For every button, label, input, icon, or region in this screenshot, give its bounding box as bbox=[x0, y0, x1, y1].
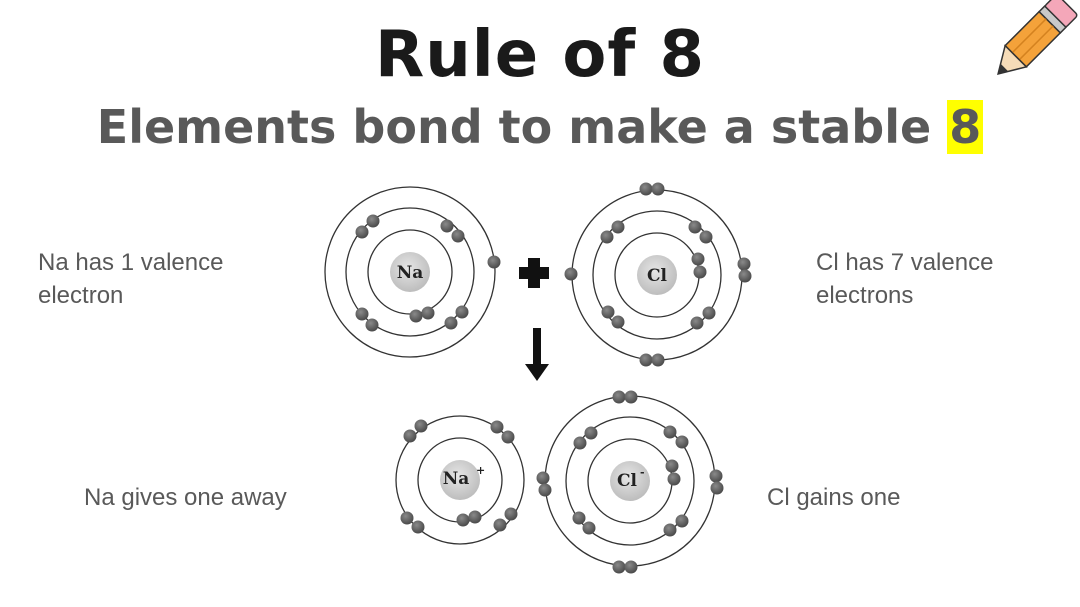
na-shell-2 bbox=[345, 207, 475, 337]
pencil-icon bbox=[997, 0, 1078, 75]
electron bbox=[455, 305, 469, 319]
electron bbox=[611, 315, 625, 329]
electron bbox=[582, 521, 596, 535]
electron bbox=[421, 306, 435, 320]
electron bbox=[651, 182, 665, 196]
electron bbox=[411, 520, 425, 534]
electron bbox=[400, 511, 414, 525]
electron bbox=[601, 305, 615, 319]
electron bbox=[612, 560, 626, 574]
na-symbol: Na bbox=[397, 263, 424, 283]
electron bbox=[468, 510, 482, 524]
na-atom: Na bbox=[324, 186, 501, 358]
electron bbox=[624, 390, 638, 404]
electron bbox=[573, 436, 587, 450]
electron bbox=[709, 469, 723, 483]
cl-ion-charge: - bbox=[640, 466, 645, 479]
na-ion-nucleus bbox=[440, 460, 480, 500]
electron bbox=[651, 353, 665, 367]
electron bbox=[702, 306, 716, 320]
page-subtitle: Elements bond to make a stable 8 bbox=[0, 100, 1080, 154]
electron bbox=[584, 426, 598, 440]
electron bbox=[403, 429, 417, 443]
electron bbox=[572, 511, 586, 525]
cl-ion-shell-2 bbox=[565, 416, 695, 546]
na-ion-label: Na gives one away bbox=[84, 484, 287, 511]
cl-ion-symbol: Cl bbox=[617, 471, 638, 491]
cl-valence-label: Cl has 7 valence electrons bbox=[816, 249, 994, 309]
electron bbox=[366, 214, 380, 228]
electron bbox=[663, 523, 677, 537]
electron bbox=[667, 472, 681, 486]
electron bbox=[691, 252, 705, 266]
electron bbox=[564, 267, 578, 281]
cl-atom: Cl bbox=[564, 182, 752, 367]
electron bbox=[693, 265, 707, 279]
na-ion-charge: + bbox=[476, 464, 485, 477]
cl-symbol: Cl bbox=[647, 266, 668, 286]
arrow-down-icon bbox=[525, 328, 549, 381]
electron bbox=[538, 483, 552, 497]
electron bbox=[536, 471, 550, 485]
electron bbox=[414, 419, 428, 433]
electron bbox=[690, 316, 704, 330]
na-nucleus bbox=[390, 252, 430, 292]
electron bbox=[639, 182, 653, 196]
electron bbox=[451, 229, 465, 243]
cl-nucleus bbox=[637, 255, 677, 295]
electron bbox=[490, 420, 504, 434]
electron bbox=[504, 507, 518, 521]
electron bbox=[501, 430, 515, 444]
plus-icon bbox=[519, 258, 549, 288]
electron bbox=[699, 230, 713, 244]
electron bbox=[675, 435, 689, 449]
subtitle-text: Elements bond to make a stable bbox=[96, 100, 948, 154]
electron bbox=[611, 220, 625, 234]
na-electrons bbox=[355, 214, 501, 332]
electron bbox=[675, 514, 689, 528]
electron bbox=[688, 220, 702, 234]
electron bbox=[355, 225, 369, 239]
electron bbox=[409, 309, 423, 323]
na-ion-symbol: Na bbox=[443, 469, 470, 489]
subtitle-highlight: 8 bbox=[947, 100, 984, 154]
na-ion-electrons bbox=[400, 419, 518, 534]
electron bbox=[663, 425, 677, 439]
na-shell-3 bbox=[324, 186, 496, 358]
cl-ion-electrons bbox=[536, 390, 724, 574]
cl-ion-nucleus bbox=[610, 461, 650, 501]
na-ion-shell-2 bbox=[395, 415, 525, 545]
electron bbox=[600, 230, 614, 244]
electron bbox=[444, 316, 458, 330]
electron bbox=[612, 390, 626, 404]
electron bbox=[355, 307, 369, 321]
electron bbox=[487, 255, 501, 269]
electron bbox=[639, 353, 653, 367]
cl-shell-2 bbox=[592, 210, 722, 340]
electron bbox=[493, 518, 507, 532]
electron bbox=[665, 459, 679, 473]
page-title: Rule of 8 bbox=[374, 18, 706, 92]
cl-ion-label: Cl gains one bbox=[767, 484, 901, 511]
cl-ion: Cl - bbox=[536, 390, 724, 574]
na-valence-label: Na has 1 valence electron bbox=[38, 249, 224, 309]
electron bbox=[440, 219, 454, 233]
electron bbox=[365, 318, 379, 332]
electron bbox=[710, 481, 724, 495]
na-ion: Na + bbox=[395, 415, 525, 545]
electron bbox=[738, 269, 752, 283]
electron bbox=[456, 513, 470, 527]
cl-electrons bbox=[564, 182, 752, 367]
electron bbox=[737, 257, 751, 271]
electron bbox=[624, 560, 638, 574]
